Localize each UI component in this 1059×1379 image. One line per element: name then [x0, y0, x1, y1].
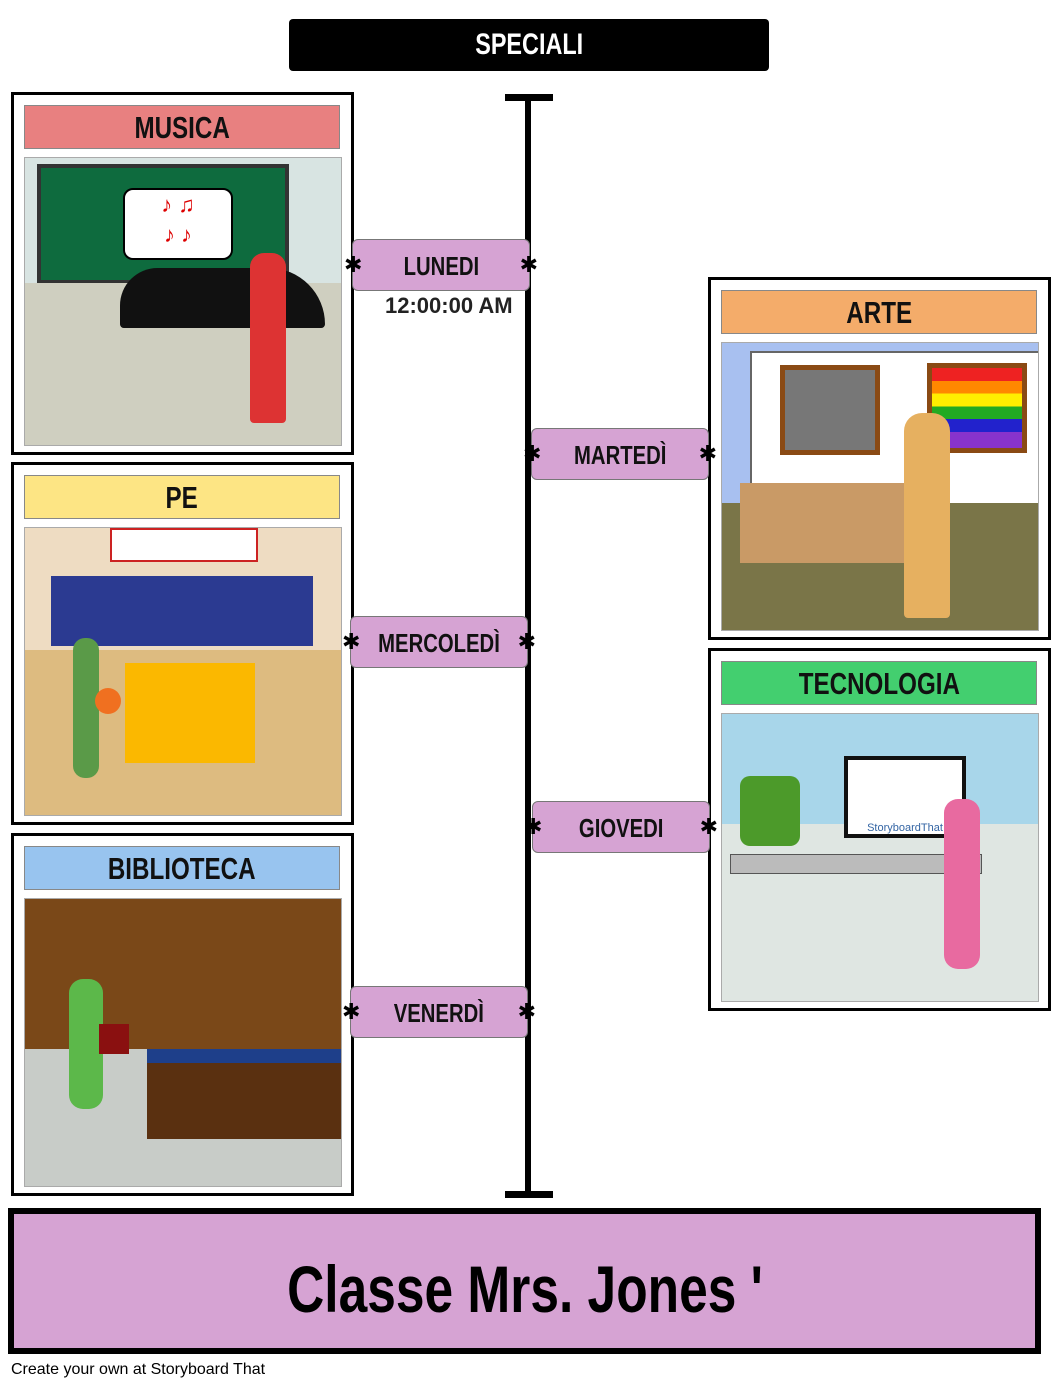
piano-icon — [120, 268, 325, 328]
day-label-mercoledi: MERCOLEDÌ — [342, 616, 536, 668]
panel-musica: MUSICA ♪ ♫♪ ♪ — [11, 92, 354, 455]
student-icon — [904, 413, 950, 618]
library-scene — [24, 898, 342, 1187]
page-title: SPECIALI — [289, 19, 769, 71]
subject-header: PE — [24, 475, 340, 519]
chair-icon — [740, 776, 800, 846]
basketball-icon — [95, 688, 121, 714]
subject-header: MUSICA — [24, 105, 340, 149]
subject-header: BIBLIOTECA — [24, 846, 340, 890]
student-icon — [944, 799, 980, 969]
timeline-bottom-cap — [505, 1191, 553, 1198]
student-icon — [73, 638, 99, 778]
table-icon — [147, 1049, 341, 1139]
computer-logo-text: StoryboardThat — [867, 822, 943, 834]
hidden-time-text: 12:00:00 AM — [385, 293, 513, 318]
day-label-venerdi: VENERDÌ — [342, 986, 536, 1038]
day-label-lunedi: LUNEDI — [344, 239, 538, 291]
computer-lab-scene: StoryboardThat — [721, 713, 1039, 1002]
panel-arte: ARTE — [708, 277, 1051, 640]
timeline-top-cap — [505, 94, 553, 101]
day-label-martedi: MARTEDÌ — [523, 428, 717, 480]
computer-monitor-icon: StoryboardThat — [844, 756, 966, 838]
music-room-scene: ♪ ♫♪ ♪ — [24, 157, 342, 446]
student-icon — [250, 253, 286, 423]
book-icon — [99, 1024, 129, 1054]
art-room-scene — [721, 342, 1039, 631]
panel-pe: PE — [11, 462, 354, 825]
subject-header: TECNOLOGIA — [721, 661, 1037, 705]
day-label-giovedi: GIOVEDI — [524, 801, 718, 853]
music-notes-icon: ♪ ♫♪ ♪ — [123, 188, 233, 260]
credit-link[interactable]: Create your own at Storyboard That — [11, 1361, 266, 1378]
class-title-banner: Classe Mrs. Jones ' — [8, 1208, 1041, 1354]
panel-biblioteca: BIBLIOTECA — [11, 833, 354, 1196]
student-icon — [69, 979, 103, 1109]
panel-tecnologia: TECNOLOGIA StoryboardThat — [708, 648, 1051, 1011]
gym-scene — [24, 527, 342, 816]
subject-header: ARTE — [721, 290, 1037, 334]
